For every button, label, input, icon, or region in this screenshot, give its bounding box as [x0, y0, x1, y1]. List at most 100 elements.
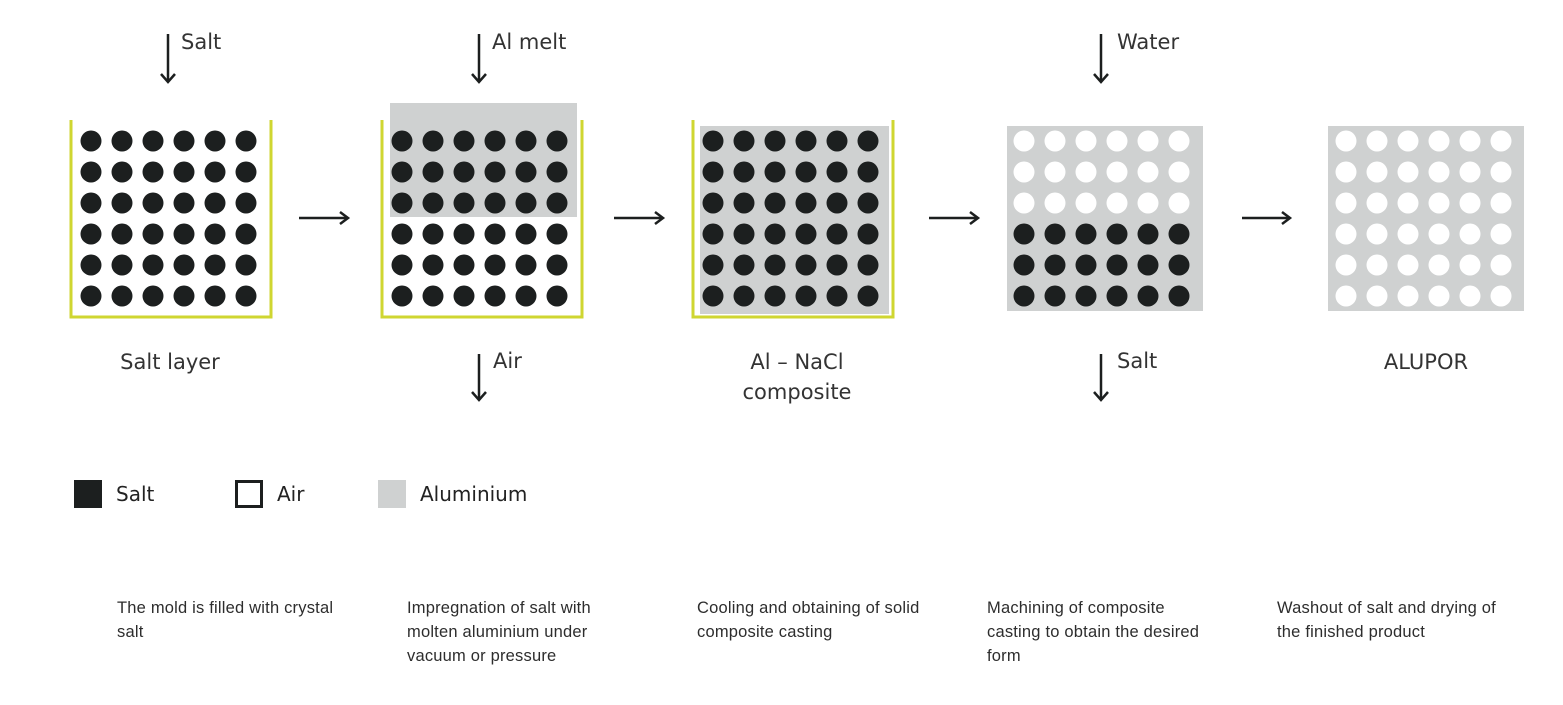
flow-arrow-2-head: [654, 211, 666, 225]
stage3-dot: [826, 130, 848, 152]
stage4-dot: [1106, 223, 1128, 245]
stage5-dot: [1490, 285, 1512, 307]
stage5-dot: [1335, 192, 1357, 214]
stage4-dot: [1137, 192, 1159, 214]
stage5-dot: [1490, 192, 1512, 214]
stage2-dot: [453, 130, 475, 152]
stage4-dot: [1075, 130, 1097, 152]
stage2-dot: [546, 161, 568, 183]
stage5-dot: [1459, 161, 1481, 183]
stage2-dot: [515, 192, 537, 214]
description-step-4: Machining of composite casting to obtain…: [987, 599, 1200, 665]
stage3-label-line1: Al – NaCl: [750, 350, 844, 374]
stage4-dot: [1106, 130, 1128, 152]
stage5-dot: [1397, 161, 1419, 183]
stage1-dot: [80, 161, 102, 183]
stage5-dot: [1366, 223, 1388, 245]
stage1-dot: [142, 285, 164, 307]
stage5-dot: [1459, 130, 1481, 152]
stage3-label: Al – NaCl composite: [677, 347, 917, 407]
stage1-mold: [69, 120, 273, 319]
stage3-dot: [702, 223, 724, 245]
stage5-dot: [1428, 192, 1450, 214]
stage3-dot: [857, 192, 879, 214]
stage3-label-line2: composite: [742, 380, 852, 404]
stage2-dot: [391, 285, 413, 307]
stage1-dot: [111, 192, 133, 214]
stage2-dot: [515, 285, 537, 307]
stage5-dot: [1366, 254, 1388, 276]
stage4-dot: [1044, 161, 1066, 183]
stage2-dot: [391, 161, 413, 183]
stage2-dot: [422, 254, 444, 276]
stage2-dot: [515, 254, 537, 276]
stage1-input-arrow-head: [160, 73, 176, 84]
stage1-dot: [142, 161, 164, 183]
stage3-dot: [826, 161, 848, 183]
legend-air: Air: [235, 480, 304, 508]
stage1-dot: [80, 192, 102, 214]
legend-aluminium: Aluminium: [378, 480, 527, 508]
stage2-dot: [546, 223, 568, 245]
stage1-dot: [80, 130, 102, 152]
stage2-dot: [453, 161, 475, 183]
flow-arrow-4-head: [1281, 211, 1293, 225]
stage2-melt-block: [390, 103, 577, 217]
stage1-dot: [142, 254, 164, 276]
stage3-dot: [764, 254, 786, 276]
stage1-dot: [111, 254, 133, 276]
stage4-input-label: Water: [1117, 30, 1180, 54]
stage4-dot: [1137, 254, 1159, 276]
stage5-dot: [1428, 254, 1450, 276]
stage4-dot: [1013, 223, 1035, 245]
stage1-dot: [142, 192, 164, 214]
stage1-dot: [204, 223, 226, 245]
stage5-dot: [1335, 130, 1357, 152]
stage4-dot: [1106, 192, 1128, 214]
stage3-dot: [826, 285, 848, 307]
stage4-dot: [1044, 192, 1066, 214]
stage3-dot: [857, 254, 879, 276]
salt-swatch: [74, 480, 102, 508]
stage3-dot: [702, 161, 724, 183]
stage4-dot: [1075, 161, 1097, 183]
aluminium-swatch: [378, 480, 406, 508]
stage3-dot: [733, 254, 755, 276]
stage1-dot: [80, 285, 102, 307]
stage3-dot: [733, 192, 755, 214]
stage2-dot: [391, 254, 413, 276]
stage2-dot: [422, 161, 444, 183]
stage5-dot: [1459, 254, 1481, 276]
stage4-dot: [1013, 285, 1035, 307]
stage3-dot: [795, 161, 817, 183]
flow-arrow-3-head: [969, 211, 981, 225]
stage1-dot: [235, 285, 257, 307]
stage4-dot: [1075, 192, 1097, 214]
stage3-dot: [826, 254, 848, 276]
stage5-dot: [1428, 130, 1450, 152]
stage2-dot: [484, 130, 506, 152]
stage1-dot: [204, 161, 226, 183]
stage2-dot: [391, 130, 413, 152]
air-swatch: [235, 480, 263, 508]
stage5-dot: [1335, 285, 1357, 307]
stage3-dot: [733, 130, 755, 152]
stage2-dot: [484, 223, 506, 245]
stage5-dot: [1397, 285, 1419, 307]
stage1-label: Salt layer: [120, 350, 220, 374]
stage4-dot: [1013, 254, 1035, 276]
stage5-dot: [1459, 223, 1481, 245]
stage3-composite-block: [700, 126, 889, 314]
stage1-dot: [235, 161, 257, 183]
stage1-dot: [235, 223, 257, 245]
stage1-input-label: Salt: [181, 30, 222, 54]
description-step-2: Impregnation of salt with molten alumini…: [407, 599, 591, 665]
stage1-dot: [204, 254, 226, 276]
stage4-dot: [1106, 254, 1128, 276]
stage3-dot: [764, 130, 786, 152]
stage3-dot: [826, 192, 848, 214]
stage2-input-arrow-head: [471, 73, 487, 84]
stage4-output-arrow-head: [1093, 391, 1109, 402]
stage3-dot: [857, 223, 879, 245]
